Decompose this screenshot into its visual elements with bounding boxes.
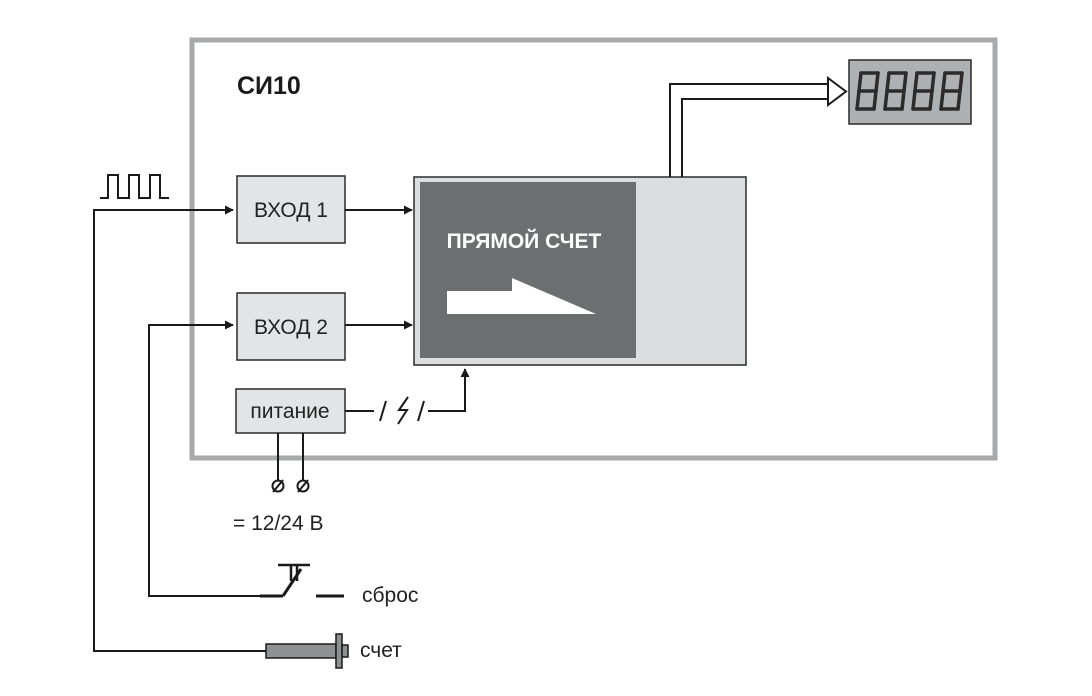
terminal-icon [296,479,310,493]
display-segment [941,71,947,93]
display-segment [872,89,878,111]
terminal-icon [271,479,285,493]
display-segment [885,71,891,93]
display-digits [855,71,964,111]
display-segment [928,89,934,111]
count-up-ramp-icon [447,278,596,314]
output-to-display-arrow [669,76,848,177]
input1-label: ВХОД 1 [254,199,328,222]
mode-panel [420,182,636,358]
device-title: СИ10 [237,72,301,100]
display-segment [939,89,945,111]
input2-label: ВХОД 2 [254,316,328,339]
display-segment [958,71,964,93]
display-segment [874,71,880,93]
display-digit [883,71,908,111]
display-segment [902,71,908,93]
display-digit [855,71,880,111]
display-segment [930,71,936,93]
display-digit [939,71,964,111]
display-digit [911,71,936,111]
input1-block [236,175,346,244]
reset-wire [148,320,260,597]
display-segment [883,89,889,111]
display-segment [857,71,863,93]
input2-block [236,292,346,361]
pulse-train-icon [100,174,169,199]
display-segment [911,89,917,111]
reset-label: сброс [362,584,418,607]
supply-voltage-label: = 12/24 В [233,512,324,535]
display-segment [900,89,906,111]
power-label: питание [250,400,329,423]
sensor-icon [265,633,349,669]
count-label: счет [360,639,402,662]
display-segment [956,89,962,111]
display-segment [855,89,861,111]
display-segment [913,71,919,93]
mode-label: ПРЯМОЙ СЧЕТ [447,229,602,253]
pushbutton-icon [260,563,344,598]
power-link-icon [345,368,470,425]
count-wire [93,205,266,652]
